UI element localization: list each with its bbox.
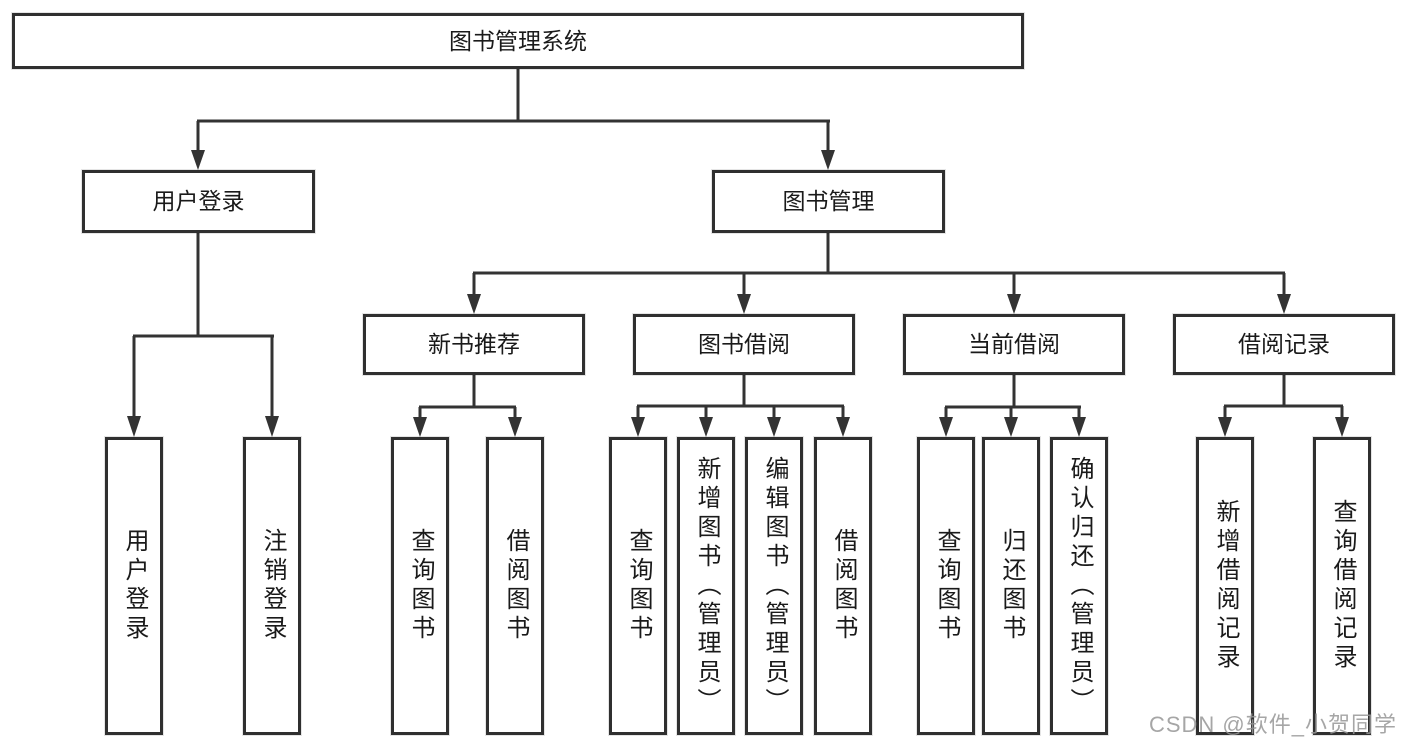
connector-newbookrec-to-leaves	[413, 375, 522, 437]
arrow-down-icon	[737, 294, 751, 314]
node-library-system: 图书管理系统	[12, 13, 1024, 69]
leaf-logout: 注销登录	[243, 437, 301, 735]
leaf-nbr-borrow-books: 借阅图书	[486, 437, 544, 735]
connector-borrowrecords-to-leaves	[1218, 375, 1349, 437]
arrow-down-icon	[127, 416, 141, 437]
arrow-down-icon	[1072, 417, 1086, 437]
arrow-down-icon	[1277, 294, 1291, 314]
leaf-nbr-query-books: 查询图书	[391, 437, 449, 735]
arrow-down-icon	[467, 294, 481, 314]
arrow-down-icon	[1004, 417, 1018, 437]
node-borrowing-records: 借阅记录	[1173, 314, 1395, 375]
arrow-down-icon	[508, 417, 522, 437]
connector-root-to-level2	[191, 69, 835, 170]
arrow-down-icon	[939, 417, 953, 437]
arrow-down-icon	[1335, 417, 1349, 437]
arrow-down-icon	[265, 416, 279, 437]
arrow-down-icon	[191, 150, 205, 170]
leaf-bb-query-books: 查询图书	[609, 437, 667, 735]
leaf-cb-query-books: 查询图书	[917, 437, 975, 735]
leaf-user-login: 用户登录	[105, 437, 163, 735]
connector-currentborrow-to-leaves	[939, 375, 1086, 437]
leaf-bb-edit-books-admin: 编辑图书（管理员）	[745, 437, 803, 735]
connector-bookborrow-to-leaves	[631, 375, 850, 437]
leaf-bb-add-books-admin: 新增图书（管理员）	[677, 437, 735, 735]
leaf-bb-borrow-books: 借阅图书	[814, 437, 872, 735]
arrow-down-icon	[1007, 294, 1021, 314]
node-user-login: 用户登录	[82, 170, 315, 233]
arrow-down-icon	[767, 417, 781, 437]
arrow-down-icon	[821, 150, 835, 170]
csdn-watermark: CSDN @软件_小贺同学	[1148, 712, 1397, 737]
node-book-borrowing: 图书借阅	[633, 314, 855, 375]
node-new-book-recommend: 新书推荐	[363, 314, 585, 375]
leaf-br-add-borrow-record: 新增借阅记录	[1196, 437, 1254, 735]
leaf-br-query-borrow-record: 查询借阅记录	[1313, 437, 1371, 735]
leaf-cb-confirm-return-admin: 确认归还（管理员）	[1050, 437, 1108, 735]
connector-userlogin-to-leaves	[127, 233, 279, 437]
arrow-down-icon	[631, 417, 645, 437]
node-current-borrowing: 当前借阅	[903, 314, 1125, 375]
arrow-down-icon	[1218, 417, 1232, 437]
connector-bookmgmt-to-level3	[467, 233, 1291, 314]
node-book-management: 图书管理	[712, 170, 945, 233]
arrow-down-icon	[413, 417, 427, 437]
arrow-down-icon	[699, 417, 713, 437]
leaf-cb-return-books: 归还图书	[982, 437, 1040, 735]
arrow-down-icon	[836, 417, 850, 437]
